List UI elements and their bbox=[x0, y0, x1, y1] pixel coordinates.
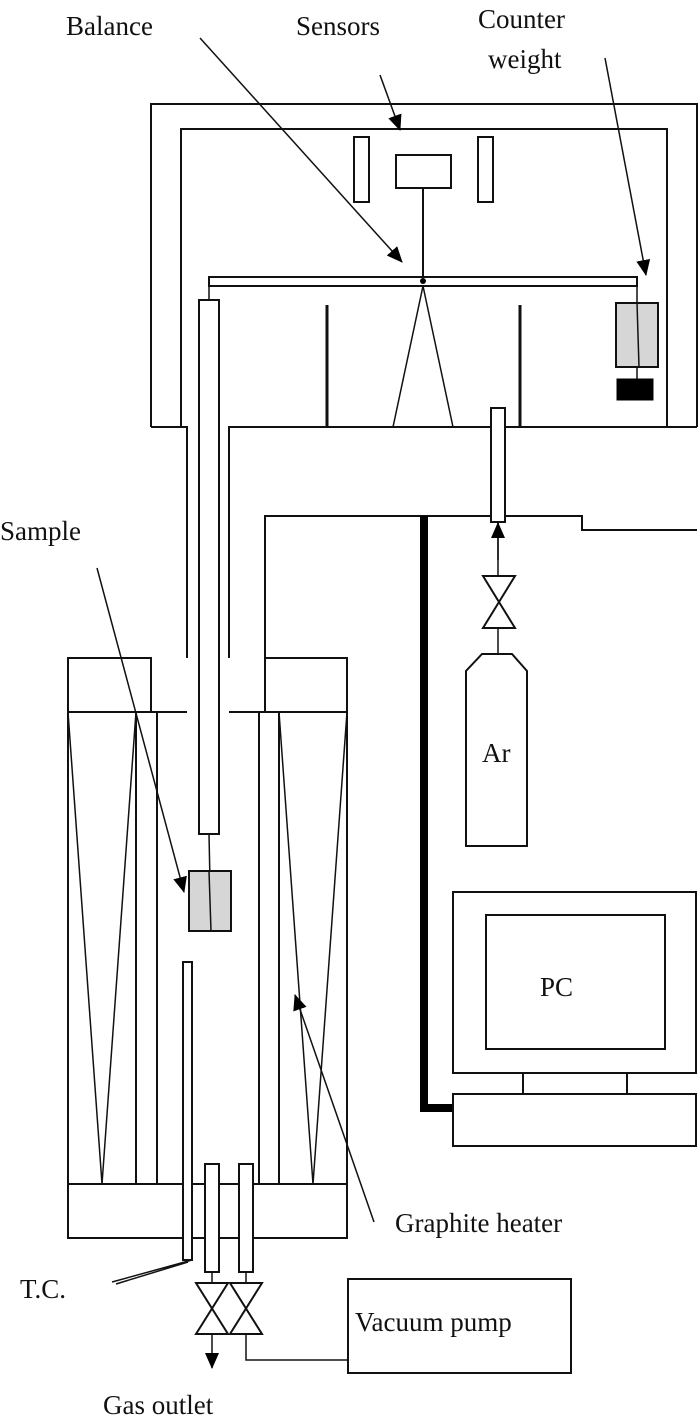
balance-stand bbox=[392, 285, 454, 428]
sensors-arrow bbox=[379, 74, 402, 131]
valve-ar bbox=[481, 575, 517, 629]
graphite-heater-right bbox=[278, 711, 348, 1185]
valve-vacuum bbox=[228, 1282, 264, 1335]
label-pc: PC bbox=[540, 972, 573, 1002]
balance-chamber bbox=[150, 103, 698, 658]
balance-pivot bbox=[420, 278, 426, 284]
thermocouple-tube bbox=[182, 961, 193, 1261]
argon-cylinder bbox=[465, 653, 528, 847]
label-gas-outlet: Gas outlet bbox=[103, 1390, 214, 1420]
label-counter: Counter bbox=[478, 4, 565, 34]
outlet-tube-right bbox=[238, 1163, 254, 1273]
label-balance: Balance bbox=[66, 11, 153, 41]
counterweight-arrow bbox=[604, 57, 651, 276]
sensor-right bbox=[477, 136, 494, 203]
label-thermocouple: T.C. bbox=[20, 1274, 66, 1304]
pc-base bbox=[452, 1093, 697, 1147]
label-vacuum-pump: Vacuum pump bbox=[355, 1307, 512, 1337]
label-weight: weight bbox=[488, 44, 562, 74]
outlet-tube-left bbox=[204, 1163, 220, 1273]
label-graphite-heater: Graphite heater bbox=[395, 1208, 562, 1238]
valve-gas-outlet bbox=[194, 1282, 230, 1335]
label-sample: Sample bbox=[0, 516, 81, 546]
sample-arrow bbox=[96, 567, 187, 893]
gas-inlet-tube bbox=[490, 407, 506, 523]
sensor-left bbox=[353, 136, 370, 203]
counterweight-block bbox=[616, 378, 654, 401]
pc-stand bbox=[522, 1072, 628, 1095]
graphite-heater-arrow bbox=[293, 994, 375, 1223]
label-argon: Ar bbox=[482, 738, 511, 768]
furnace bbox=[67, 657, 348, 1239]
vacuum-pump bbox=[347, 1278, 572, 1374]
label-sensors: Sensors bbox=[296, 11, 380, 41]
balance-arrow bbox=[199, 37, 403, 263]
data-cable bbox=[420, 516, 453, 1112]
sensor-center bbox=[395, 154, 452, 189]
pc-screen bbox=[485, 914, 666, 1050]
graphite-heater-left bbox=[67, 711, 137, 1185]
hanging-rod bbox=[198, 299, 220, 835]
